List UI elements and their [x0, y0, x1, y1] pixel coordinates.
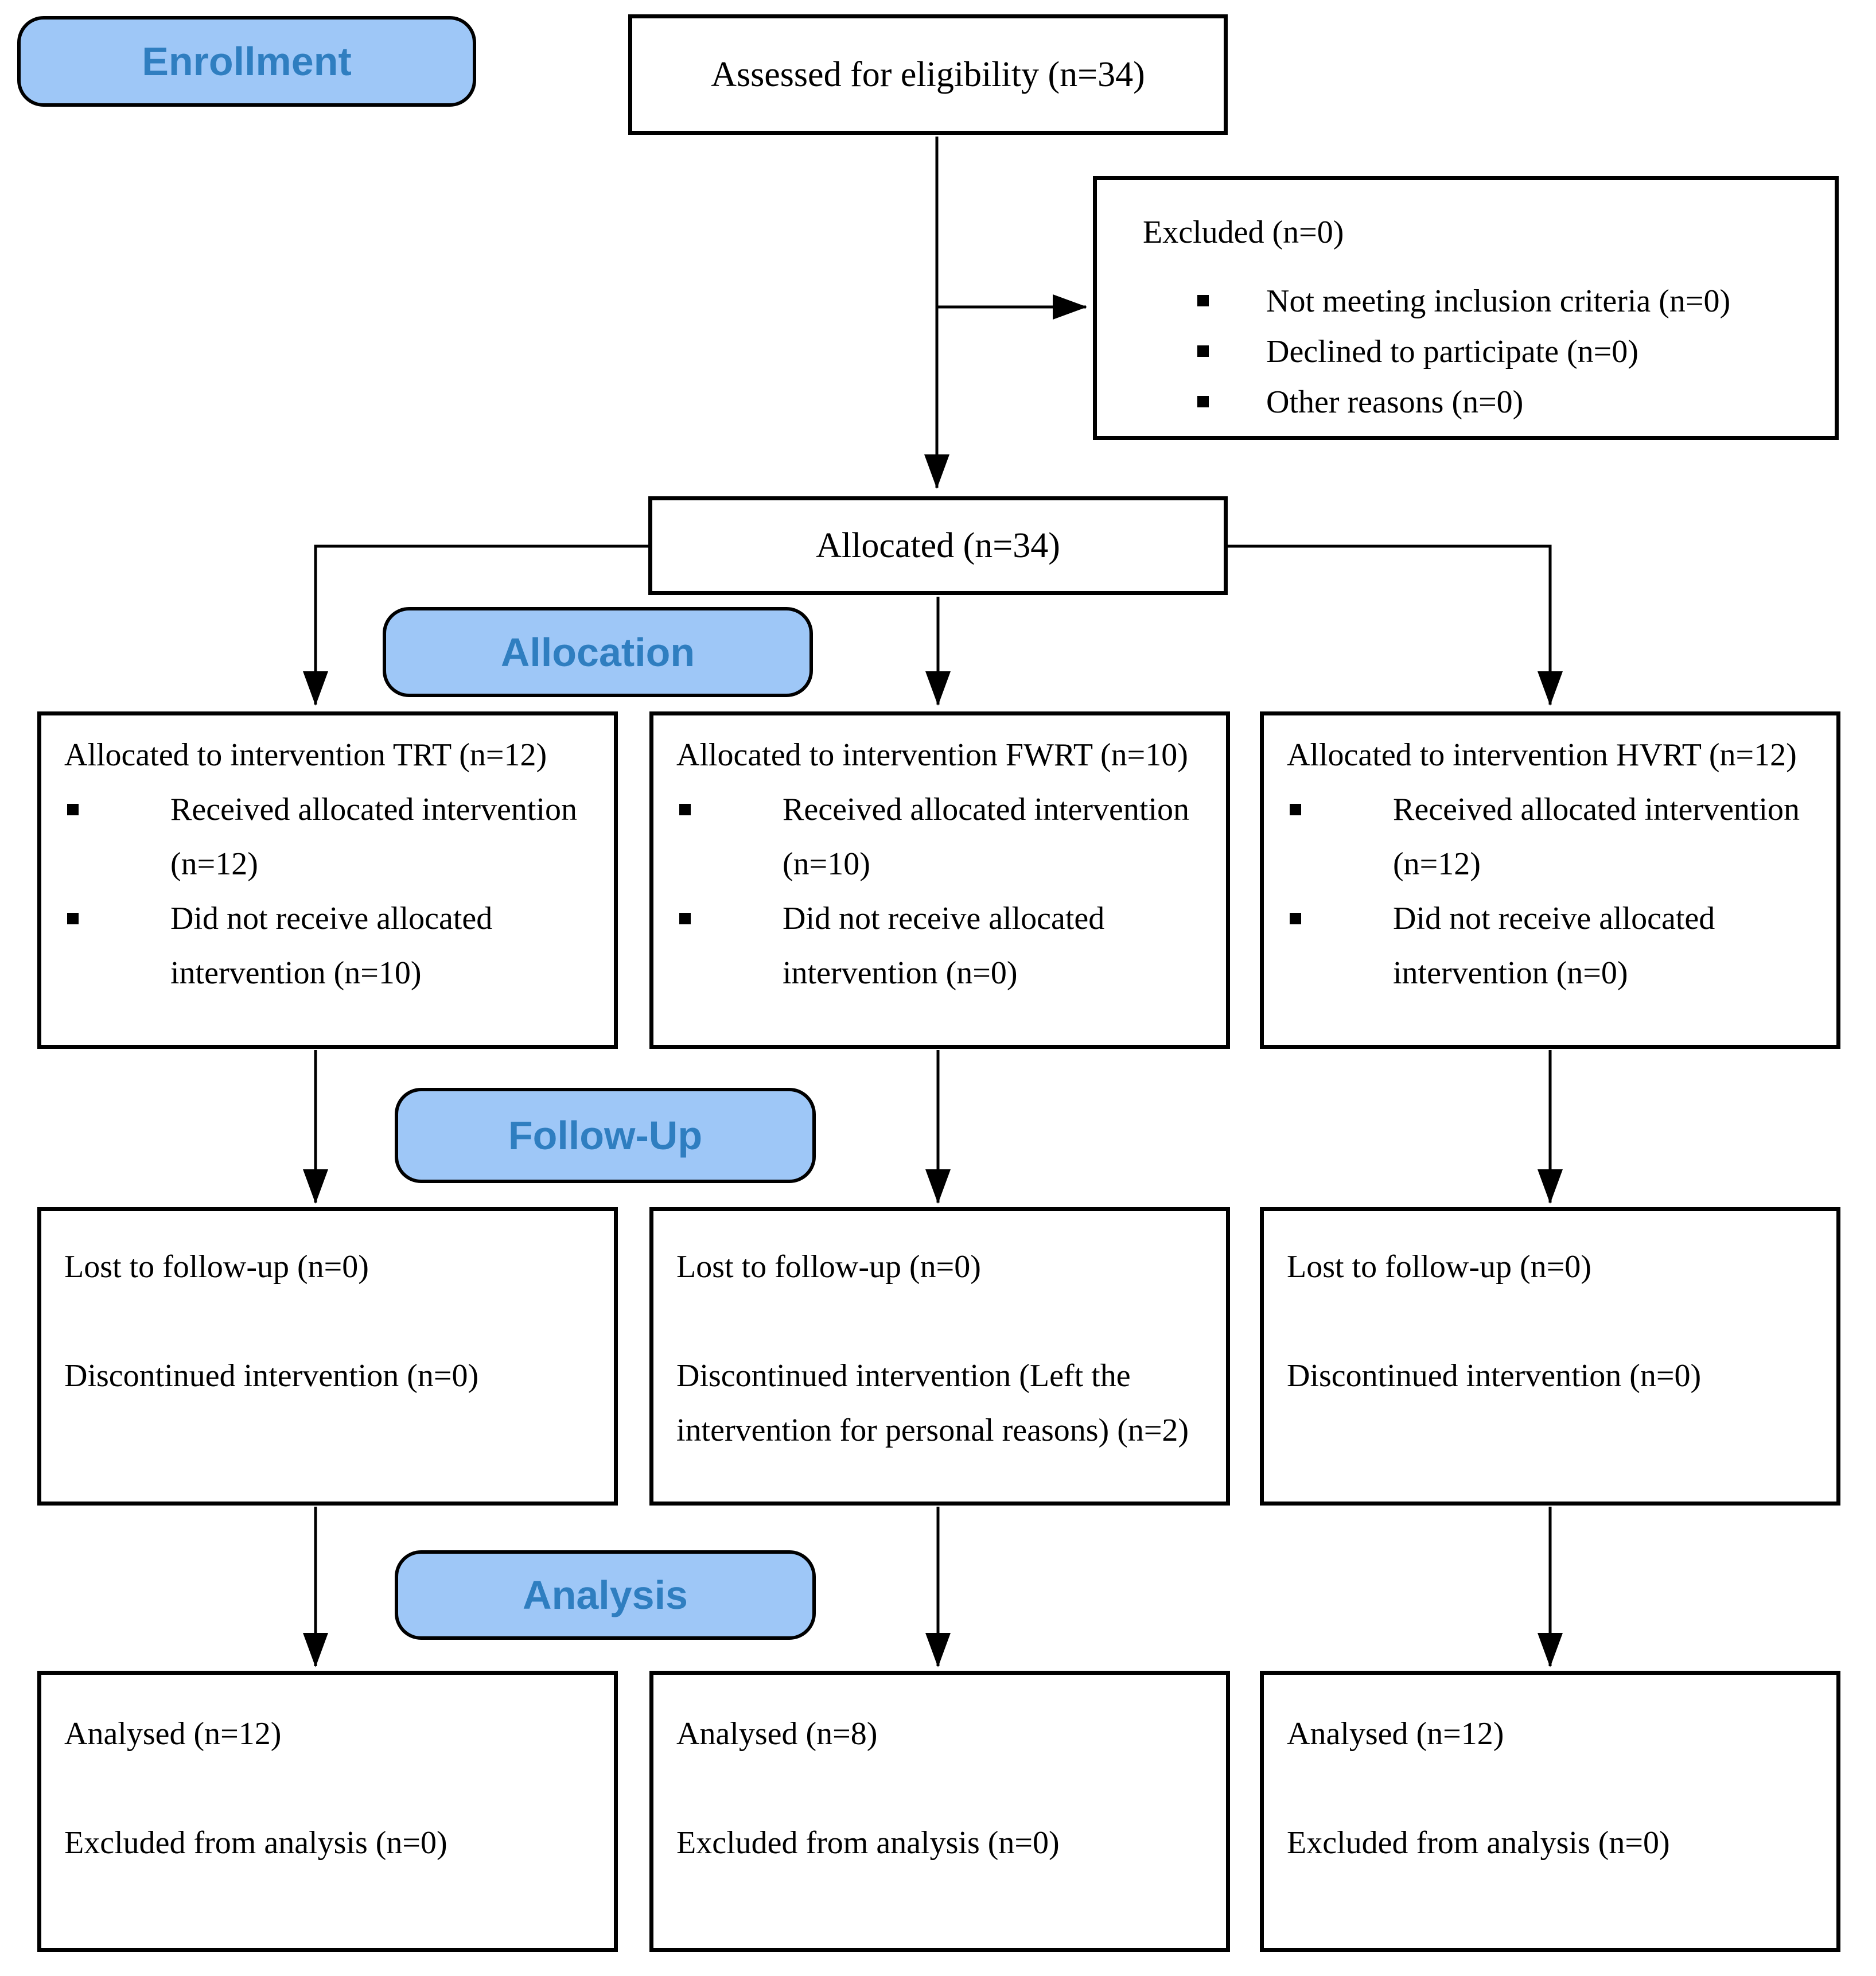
allocation-bullet: Did not receive allocated intervention (… [67, 892, 598, 1001]
analysed-text: Analysed (n=12) [1287, 1716, 1504, 1752]
stage-badge-allocation: Allocation [383, 607, 813, 697]
excluded-item: Not meeting inclusion criteria (n=0) [1197, 276, 1821, 326]
square-bullet-icon [1197, 326, 1266, 377]
followup-box-hvrt: Lost to follow-up (n=0) Discontinued int… [1260, 1207, 1840, 1506]
allocation-bullet: Did not receive allocated intervention (… [679, 892, 1210, 1001]
excluded-item: Other reasons (n=0) [1197, 377, 1821, 427]
analysis-box-hvrt: Analysed (n=12) Excluded from analysis (… [1260, 1671, 1840, 1952]
stage-badge-followup: Follow-Up [395, 1088, 816, 1183]
analysed-text: Analysed (n=8) [676, 1716, 878, 1752]
excluded-from-analysis-text: Excluded from analysis (n=0) [1287, 1825, 1670, 1861]
allocation-bullet-text: Received allocated intervention (n=12) [1393, 792, 1800, 882]
excluded-items: Not meeting inclusion criteria (n=0) Dec… [1097, 276, 1835, 427]
allocation-bullet-text: Did not receive allocated intervention (… [783, 901, 1105, 991]
allocation-bullet-text: Did not receive allocated intervention (… [1393, 901, 1715, 991]
square-bullet-icon [67, 892, 170, 1001]
analysis-box-trt: Analysed (n=12) Excluded from analysis (… [37, 1671, 618, 1952]
allocated-text: Allocated (n=34) [816, 526, 1060, 565]
excluded-item: Declined to participate (n=0) [1197, 326, 1821, 377]
excluded-from-analysis-text: Excluded from analysis (n=0) [676, 1825, 1060, 1861]
discontinued-text: Discontinued intervention (n=0) [1287, 1358, 1702, 1394]
square-bullet-icon [1197, 377, 1266, 427]
allocated-box: Allocated (n=34) [648, 496, 1228, 595]
allocation-box-title: Allocated to intervention TRT (n=12) [64, 737, 547, 773]
allocation-bullet: Did not receive allocated intervention (… [1290, 892, 1820, 1001]
lost-to-followup-text: Lost to follow-up (n=0) [64, 1249, 369, 1285]
lost-to-followup-text: Lost to follow-up (n=0) [676, 1249, 981, 1285]
allocation-bullet-text: Received allocated intervention (n=10) [783, 792, 1190, 882]
square-bullet-icon [1197, 276, 1266, 326]
excluded-item-text: Other reasons (n=0) [1266, 384, 1524, 420]
square-bullet-icon [1290, 783, 1393, 892]
square-bullet-icon [679, 783, 783, 892]
allocation-bullet-text: Did not receive allocated intervention (… [170, 901, 493, 991]
square-bullet-icon [67, 783, 170, 892]
assessed-box: Assessed for eligibility (n=34) [628, 14, 1228, 135]
allocation-box-title: Allocated to intervention HVRT (n=12) [1287, 737, 1797, 773]
analysis-box-fwrt: Analysed (n=8) Excluded from analysis (n… [649, 1671, 1230, 1952]
lost-to-followup-text: Lost to follow-up (n=0) [1287, 1249, 1591, 1285]
discontinued-text: Discontinued intervention (Left the inte… [676, 1358, 1189, 1448]
stage-badge-enrollment: Enrollment [17, 16, 476, 107]
allocation-bullet: Received allocated intervention (n=12) [67, 783, 598, 892]
allocation-box-hvrt: Allocated to intervention HVRT (n=12) Re… [1260, 711, 1840, 1049]
excluded-item-text: Declined to participate (n=0) [1266, 334, 1638, 369]
followup-box-fwrt: Lost to follow-up (n=0) Discontinued int… [649, 1207, 1230, 1506]
followup-box-trt: Lost to follow-up (n=0) Discontinued int… [37, 1207, 618, 1506]
analysed-text: Analysed (n=12) [64, 1716, 282, 1752]
allocation-box-fwrt: Allocated to intervention FWRT (n=10) Re… [649, 711, 1230, 1049]
allocation-box-trt: Allocated to intervention TRT (n=12) Rec… [37, 711, 618, 1049]
square-bullet-icon [1290, 892, 1393, 1001]
arrow-allocated-to-trt [303, 544, 648, 706]
allocation-bullet: Received allocated intervention (n=12) [1290, 783, 1820, 892]
allocation-bullet: Received allocated intervention (n=10) [679, 783, 1210, 892]
assessed-text: Assessed for eligibility (n=34) [711, 55, 1145, 94]
square-bullet-icon [679, 892, 783, 1001]
allocation-bullet-text: Received allocated intervention (n=12) [170, 792, 578, 882]
discontinued-text: Discontinued intervention (n=0) [64, 1358, 479, 1394]
excluded-title: Excluded (n=0) [1143, 215, 1344, 250]
excluded-from-analysis-text: Excluded from analysis (n=0) [64, 1825, 447, 1861]
excluded-item-text: Not meeting inclusion criteria (n=0) [1266, 283, 1731, 319]
excluded-box: Excluded (n=0) Not meeting inclusion cri… [1093, 176, 1839, 440]
stage-badge-analysis: Analysis [395, 1550, 816, 1640]
arrow-allocated-to-hvrt [1228, 544, 1563, 706]
allocation-box-title: Allocated to intervention FWRT (n=10) [676, 737, 1188, 773]
